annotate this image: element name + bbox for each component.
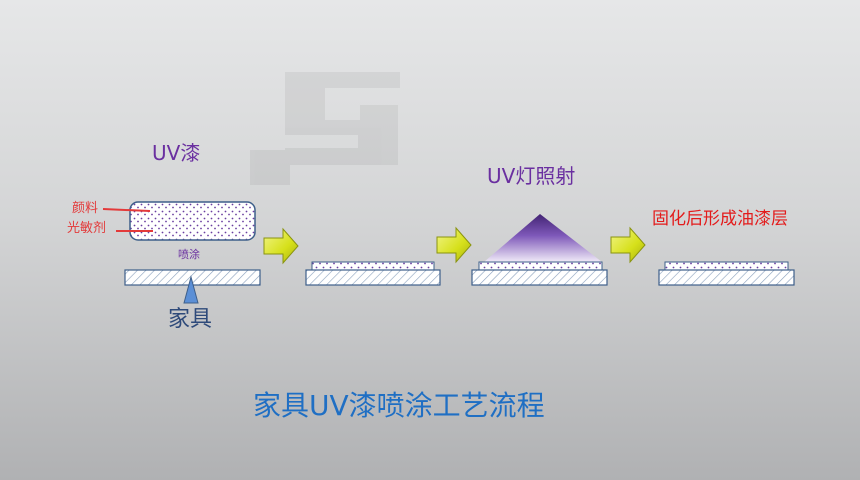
process-arrow-3 [610,226,646,264]
uv-paint-label: UV漆 [152,141,201,165]
uv-light-beam [484,214,602,262]
pigment-label: 颜料 [72,201,99,216]
spraying-label: 喷涂 [178,248,200,261]
photoinitiator-label: 光敏剂 [67,221,107,236]
spray-pointer-triangle [183,275,199,304]
substrate-stage2 [305,269,441,286]
paint-coat-stage3 [478,261,603,271]
paint-blob [129,201,256,241]
substrate-stage3 [471,269,608,286]
diagram-title: 家具UV漆喷涂工艺流程 [253,389,545,422]
furniture-label: 家具 [168,307,213,332]
process-arrow-1 [263,227,299,265]
cured-layer-label: 固化后形成油漆层 [652,209,788,229]
process-arrow-2 [436,226,472,264]
pigment-leader [102,208,151,212]
paint-coat-stage4 [664,261,789,271]
uv-lamp-label: UV灯照射 [487,164,576,188]
watermark-logo [250,72,400,185]
paint-coat-stage2 [311,261,435,271]
substrate-stage4 [658,269,795,286]
